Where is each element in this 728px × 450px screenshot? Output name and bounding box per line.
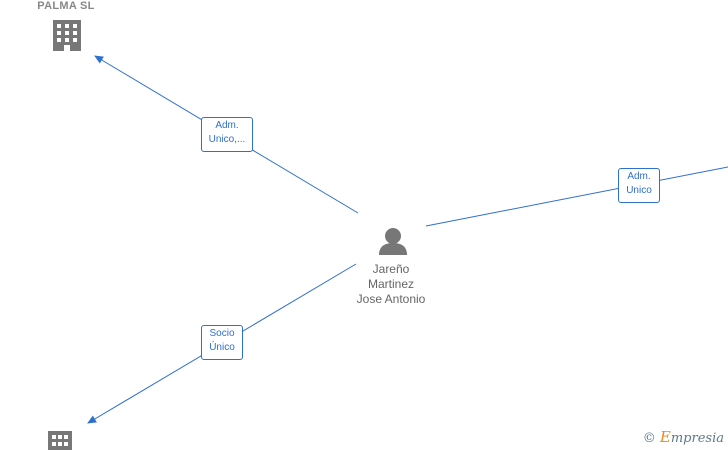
person-name[interactable]: Jareño Martinez Jose Antonio [341,262,441,307]
edge-label-line: Unico,... [208,134,246,145]
copyright-symbol: © [642,431,656,446]
empresia-watermark: © Empresia [643,428,724,446]
person-icon[interactable] [379,228,407,255]
company-name-top[interactable]: PALMA SL [37,0,95,12]
person-name-line: Martinez [367,277,414,291]
edge-label-line: Unico [626,185,652,196]
edge-line-right [425,166,728,227]
building-icon[interactable] [53,20,81,51]
edge-label-right[interactable]: Adm. Unico [618,168,660,203]
building-icon[interactable] [48,431,72,450]
edge-label-line: Adm. [215,120,239,131]
person-name-line: Jareño [372,262,410,276]
edge-label-line: Adm. [627,171,651,182]
edge-label-line: Único [209,342,235,353]
brand-initial: E [659,428,671,446]
brand-name: mpresia [670,431,724,446]
edge-label-line: Socio [209,328,235,339]
edge-label-top-left[interactable]: Adm. Unico,... [201,117,253,152]
person-name-line: Jose Antonio [356,292,426,306]
edge-label-bottom-left[interactable]: Socio Único [201,325,243,360]
